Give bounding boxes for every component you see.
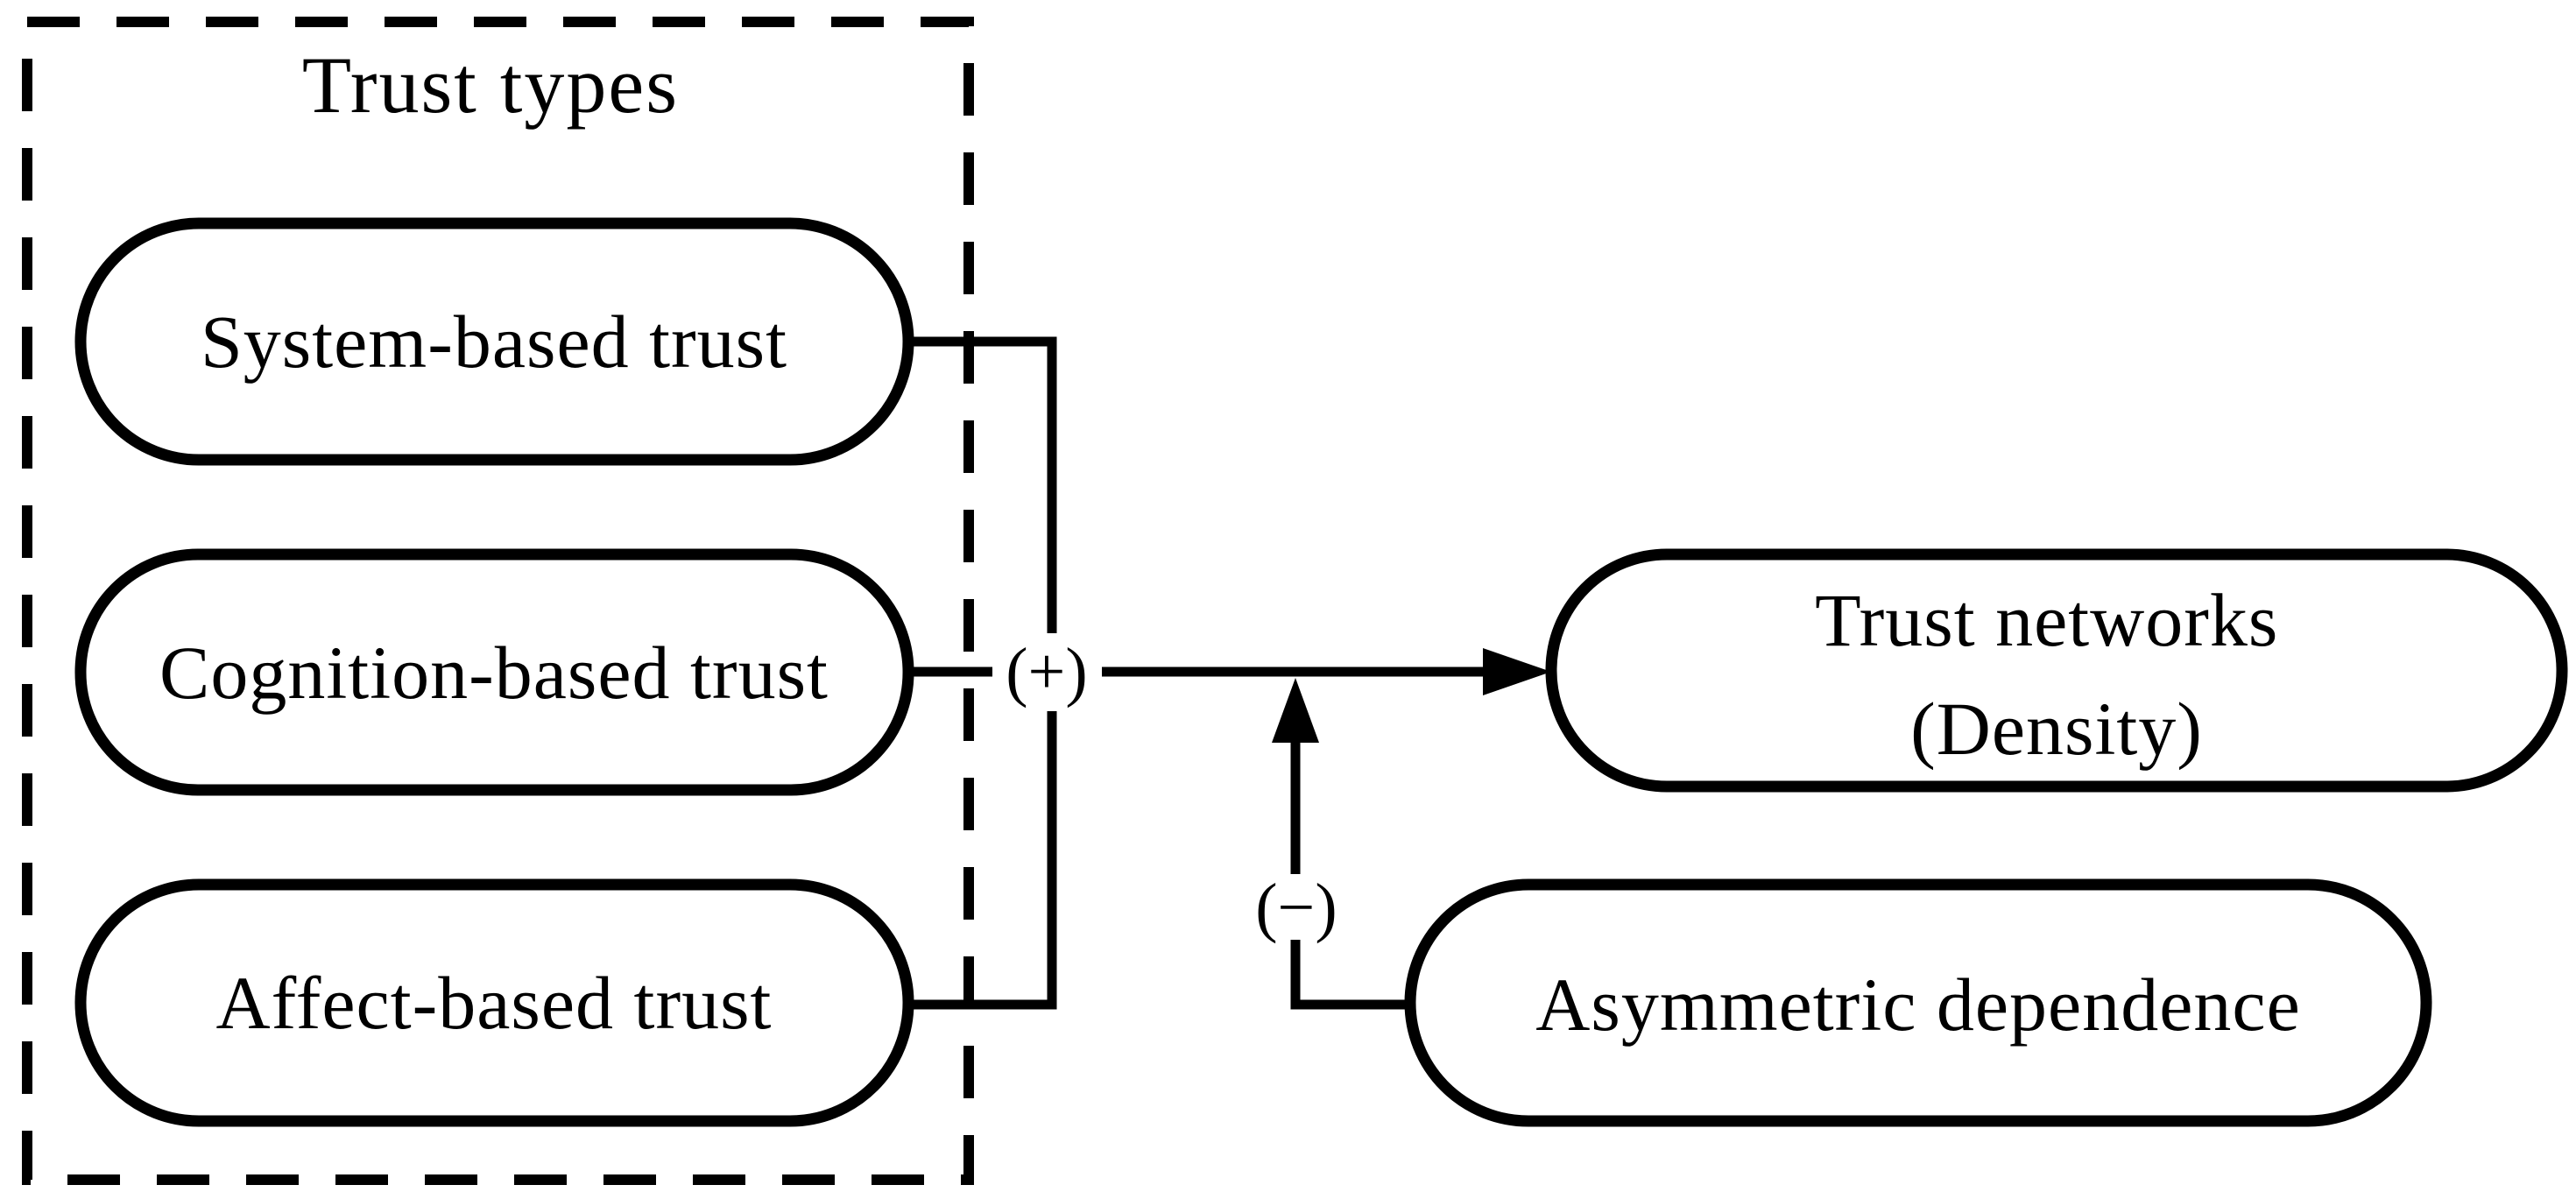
negative-sign-label: (−)	[1255, 871, 1337, 944]
trust-networks-label-line2: (Density)	[1910, 687, 2203, 771]
trust-types-group-border	[22, 17, 974, 1185]
trust-types-group: Trust types System-based trust Cognition…	[22, 17, 974, 1185]
trust-types-group-label: Trust types	[302, 40, 679, 130]
node-affect-based-trust: Affect-based trust	[74, 878, 914, 1127]
connector-asymmetric-elbow	[1290, 940, 1410, 1010]
negative-edge: (−)	[1255, 678, 1410, 1010]
node-cognition-based-trust: Cognition-based trust	[74, 548, 914, 796]
trust-networks-label: Trust networks (Density)	[1815, 553, 2298, 771]
node-asymmetric-dependence: Asymmetric dependence	[1404, 878, 2432, 1127]
arrowhead-up-icon	[1272, 678, 1319, 743]
trust-networks-shape	[1545, 548, 2568, 793]
affect-based-trust-label: Affect-based trust	[216, 961, 773, 1045]
connector-affect-to-junction	[908, 711, 1057, 1010]
asymmetric-dependence-shape	[1404, 878, 2432, 1127]
node-system-based-trust: System-based trust	[74, 217, 914, 466]
positive-edge: (+)	[908, 336, 1551, 1010]
system-based-trust-label: System-based trust	[201, 300, 787, 384]
cognition-based-trust-label: Cognition-based trust	[159, 631, 829, 715]
node-trust-networks: Trust networks (Density)	[1545, 548, 2568, 793]
arrowhead-right-icon	[1483, 648, 1551, 695]
connector-system-to-junction	[908, 336, 1057, 633]
trust-networks-label-line1: Trust networks	[1815, 578, 2278, 662]
positive-sign-label: (+)	[1006, 635, 1087, 709]
asymmetric-dependence-label: Asymmetric dependence	[1535, 963, 2300, 1047]
